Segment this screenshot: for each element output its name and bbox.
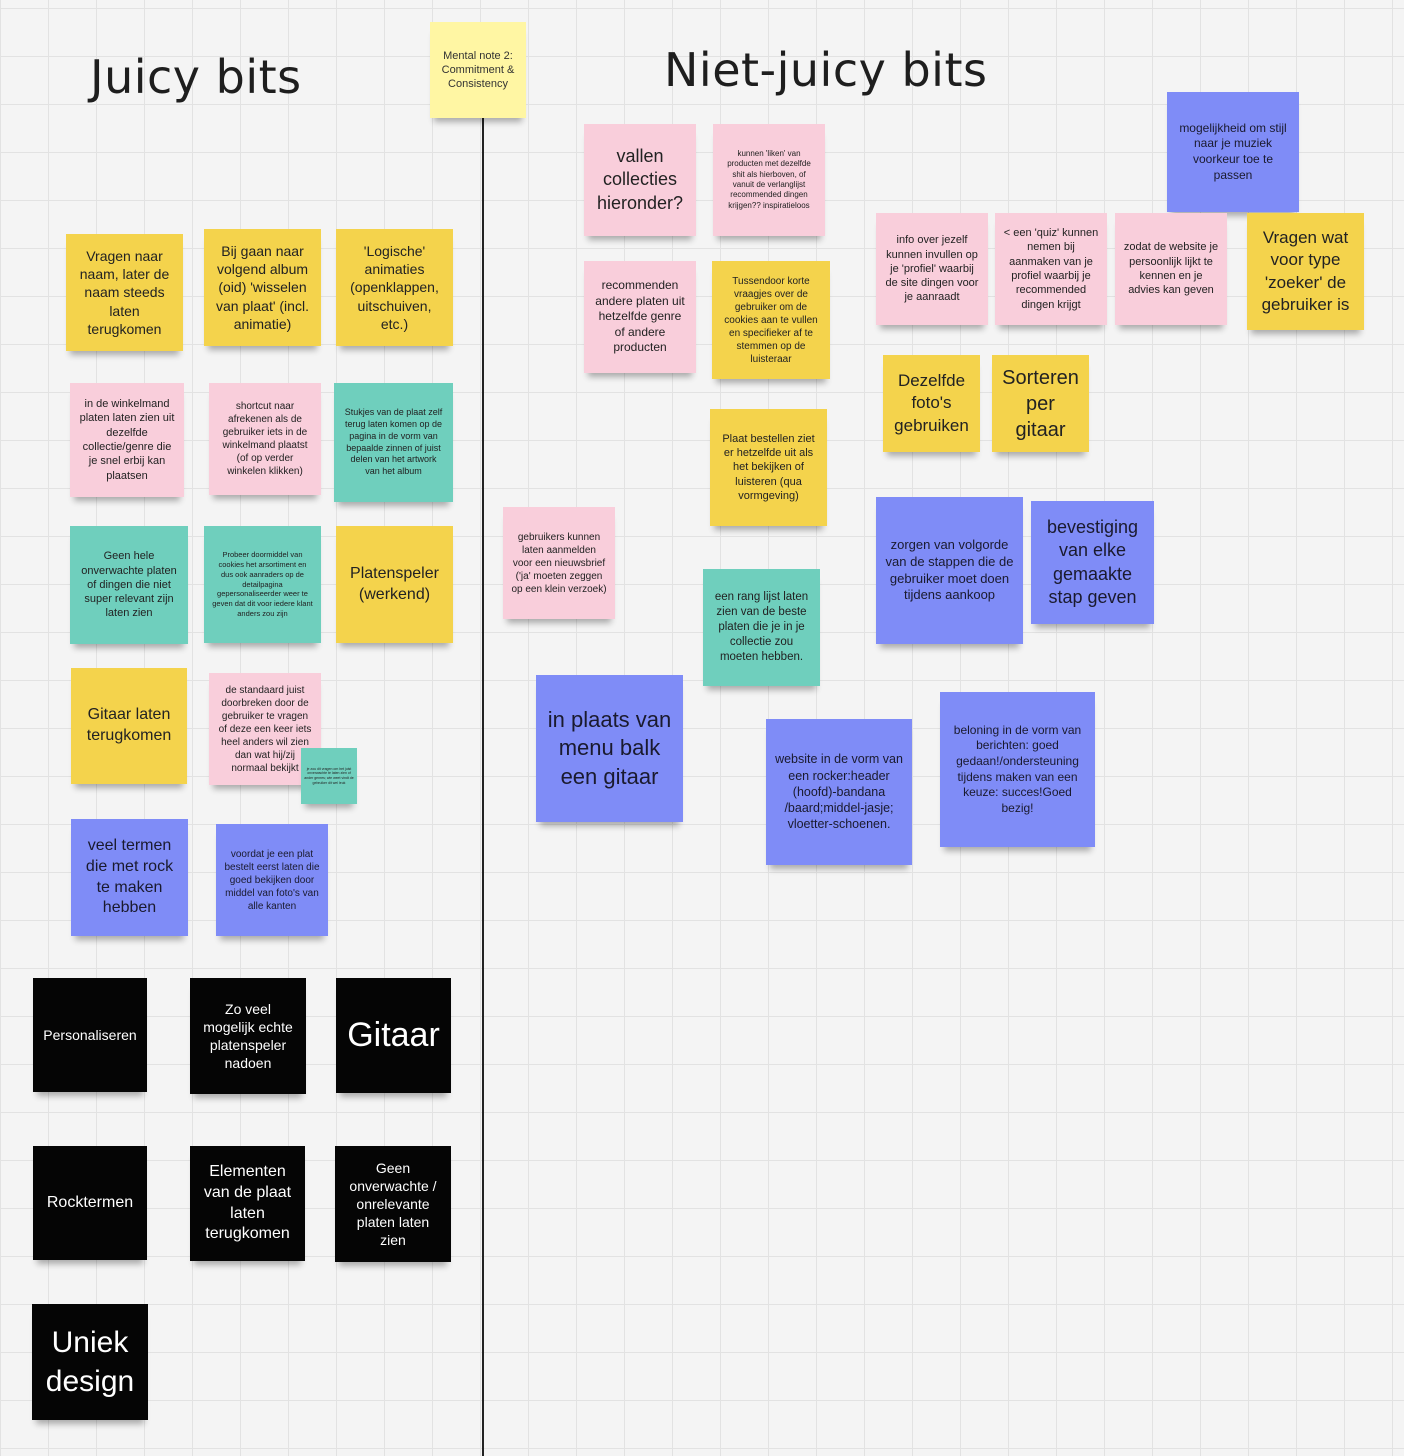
sticky-note-text: beloning in de vorm van berichten: goed …	[953, 722, 1082, 815]
sticky-note-text: Gitaar	[347, 1016, 440, 1055]
sticky-note[interactable]: kunnen 'liken' van producten met dezelfd…	[713, 124, 825, 236]
sticky-note-text: Gitaar laten terugkomen	[86, 706, 172, 744]
sticky-note[interactable]: bevestiging van elke gemaakte stap geven	[1031, 501, 1154, 624]
sticky-note-theme[interactable]: Zo veel mogelijk echte platenspeler nado…	[190, 978, 306, 1094]
sticky-note-theme[interactable]: Personaliseren	[33, 978, 147, 1092]
sticky-note-text: Dezelfde foto's gebruiken	[894, 371, 969, 435]
sticky-note[interactable]: voordat je een plat bestelt eerst laten …	[216, 824, 328, 936]
sticky-note-text: zodat de website je persoonlijk lijkt te…	[1123, 241, 1219, 297]
sticky-note[interactable]: 'Logische' animaties (openklappen, uitsc…	[336, 229, 453, 346]
sticky-note[interactable]: Plaat bestellen ziet er hetzelfde uit al…	[710, 409, 827, 526]
sticky-note-text: de standaard juist doorbreken door de ge…	[218, 684, 312, 774]
sticky-note[interactable]: de standaard juist doorbreken door de ge…	[209, 673, 321, 785]
sticky-note-text: veel termen die met rock te maken hebben	[85, 836, 174, 917]
sticky-note-text: Geen hele onverwachte platen of dingen d…	[81, 550, 177, 620]
sticky-note-theme[interactable]: Rocktermen	[33, 1146, 147, 1260]
sticky-note-text: voordat je een plat bestelt eerst laten …	[224, 848, 320, 912]
sticky-note[interactable]: Bij gaan naar volgend album (oid) 'wisse…	[204, 229, 321, 346]
sticky-note-text: Elementen van de plaat laten terugkomen	[203, 1162, 292, 1243]
sticky-note-theme[interactable]: Gitaar	[336, 978, 451, 1093]
sticky-note-theme[interactable]: Uniek design	[32, 1304, 148, 1420]
sticky-note-text: Platenspeler (werkend)	[350, 564, 439, 603]
sticky-note-text: Uniek design	[45, 1326, 135, 1398]
sticky-note[interactable]: beloning in de vorm van berichten: goed …	[940, 692, 1095, 847]
sticky-note-text: Sorteren per gitaar	[1002, 366, 1079, 441]
sticky-note-text: info over jezelf kunnen invullen op je '…	[885, 234, 979, 304]
sticky-note-text: een rang lijst laten zien van de beste p…	[714, 591, 809, 663]
sticky-note[interactable]: mogelijkheid om stijl naar je muziek voo…	[1167, 92, 1299, 212]
sticky-note-small[interactable]: je zou dit vragen om het juist onverwach…	[301, 748, 357, 804]
sticky-note[interactable]: shortcut naar afrekenen als de gebruiker…	[209, 383, 321, 495]
sticky-note-text: Vragen wat voor type 'zoeker' de gebruik…	[1261, 228, 1350, 314]
sticky-note-text: Geen onverwachte / onrelevante platen la…	[349, 1159, 437, 1249]
heading-niet-juicy-bits[interactable]: Niet-juicy bits	[664, 43, 988, 97]
sticky-note-text: Vragen naar naam, later de naam steeds l…	[79, 248, 170, 337]
sticky-note-theme[interactable]: Geen onverwachte / onrelevante platen la…	[335, 1146, 451, 1262]
sticky-note[interactable]: info over jezelf kunnen invullen op je '…	[876, 213, 988, 325]
sticky-note[interactable]: Vragen naar naam, later de naam steeds l…	[66, 234, 183, 351]
sticky-note-text: Plaat bestellen ziet er hetzelfde uit al…	[722, 432, 815, 502]
sticky-note[interactable]: in de winkelmand platen laten zien uit d…	[70, 383, 184, 497]
sticky-note-text: Mental note 2: Commitment & Consistency	[441, 49, 515, 91]
sticky-note-text: je zou dit vragen om het juist onverwach…	[304, 766, 354, 785]
sticky-note[interactable]: Probeer doormiddel van cookies het arsor…	[204, 526, 321, 643]
sticky-note-text: Personaliseren	[43, 1026, 137, 1043]
sticky-note[interactable]: gebruikers kunnen laten aanmelden voor e…	[503, 507, 615, 619]
heading-juicy-bits[interactable]: Juicy bits	[90, 50, 302, 104]
sticky-note-text: < een 'quiz' kunnen nemen bij aanmaken v…	[1003, 227, 1099, 311]
sticky-note-text: shortcut naar afrekenen als de gebruiker…	[222, 401, 308, 477]
sticky-note-text: in de winkelmand platen laten zien uit d…	[79, 398, 175, 482]
sticky-note-text: in plaats van menu balk een gitaar	[547, 706, 672, 789]
sticky-note[interactable]: < een 'quiz' kunnen nemen bij aanmaken v…	[995, 213, 1107, 325]
sticky-note[interactable]: Tussendoor korte vraagjes over de gebrui…	[712, 261, 830, 379]
sticky-note[interactable]: veel termen die met rock te maken hebben	[71, 819, 188, 936]
sticky-note-text: recommenden andere platen uit hetzelfde …	[595, 278, 685, 355]
sticky-note[interactable]: Gitaar laten terugkomen	[71, 668, 187, 784]
sticky-note[interactable]: zorgen van volgorde van de stappen die d…	[876, 497, 1023, 644]
sticky-note[interactable]: Sorteren per gitaar	[992, 355, 1089, 452]
sticky-note-text: Rocktermen	[46, 1193, 134, 1211]
sticky-note-text: kunnen 'liken' van producten met dezelfd…	[727, 148, 811, 210]
sticky-note-text: Probeer doormiddel van cookies het arsor…	[212, 550, 313, 618]
sticky-note-text: 'Logische' animaties (openklappen, uitsc…	[350, 243, 439, 332]
sticky-note[interactable]: Stukjes van de plaat zelf terug laten ko…	[334, 383, 453, 502]
sticky-note[interactable]: vallen collecties hieronder?	[584, 124, 696, 236]
sticky-note-text: Zo veel mogelijk echte platenspeler nado…	[203, 1000, 293, 1072]
sticky-note-text: Tussendoor korte vraagjes over de gebrui…	[724, 275, 818, 365]
sticky-note[interactable]: een rang lijst laten zien van de beste p…	[703, 569, 820, 686]
sticky-note-text: Bij gaan naar volgend album (oid) 'wisse…	[216, 243, 309, 332]
sticky-note[interactable]: zodat de website je persoonlijk lijkt te…	[1115, 213, 1227, 325]
sticky-note[interactable]: Platenspeler (werkend)	[336, 526, 453, 643]
sticky-note-text: vallen collecties hieronder?	[596, 145, 684, 213]
sticky-note[interactable]: Vragen wat voor type 'zoeker' de gebruik…	[1247, 213, 1364, 330]
sticky-note[interactable]: Dezelfde foto's gebruiken	[883, 355, 980, 452]
sticky-note-text: mogelijkheid om stijl naar je muziek voo…	[1179, 120, 1287, 182]
sticky-note-text: gebruikers kunnen laten aanmelden voor e…	[511, 531, 607, 595]
column-divider-line	[482, 118, 484, 1456]
sticky-note-text: zorgen van volgorde van de stappen die d…	[885, 536, 1014, 603]
sticky-note-mental-note[interactable]: Mental note 2: Commitment & Consistency	[430, 22, 526, 118]
sticky-note-theme[interactable]: Elementen van de plaat laten terugkomen	[190, 1146, 305, 1261]
sticky-note-text: website in de vorm van een rocker:header…	[775, 752, 903, 832]
sticky-note-text: Stukjes van de plaat zelf terug laten ko…	[344, 407, 443, 476]
sticky-note[interactable]: in plaats van menu balk een gitaar	[536, 675, 683, 822]
sticky-note[interactable]: website in de vorm van een rocker:header…	[766, 719, 912, 865]
sticky-note[interactable]: Geen hele onverwachte platen of dingen d…	[70, 526, 188, 644]
sticky-note[interactable]: recommenden andere platen uit hetzelfde …	[584, 261, 696, 373]
sticky-note-text: bevestiging van elke gemaakte stap geven	[1046, 516, 1139, 607]
